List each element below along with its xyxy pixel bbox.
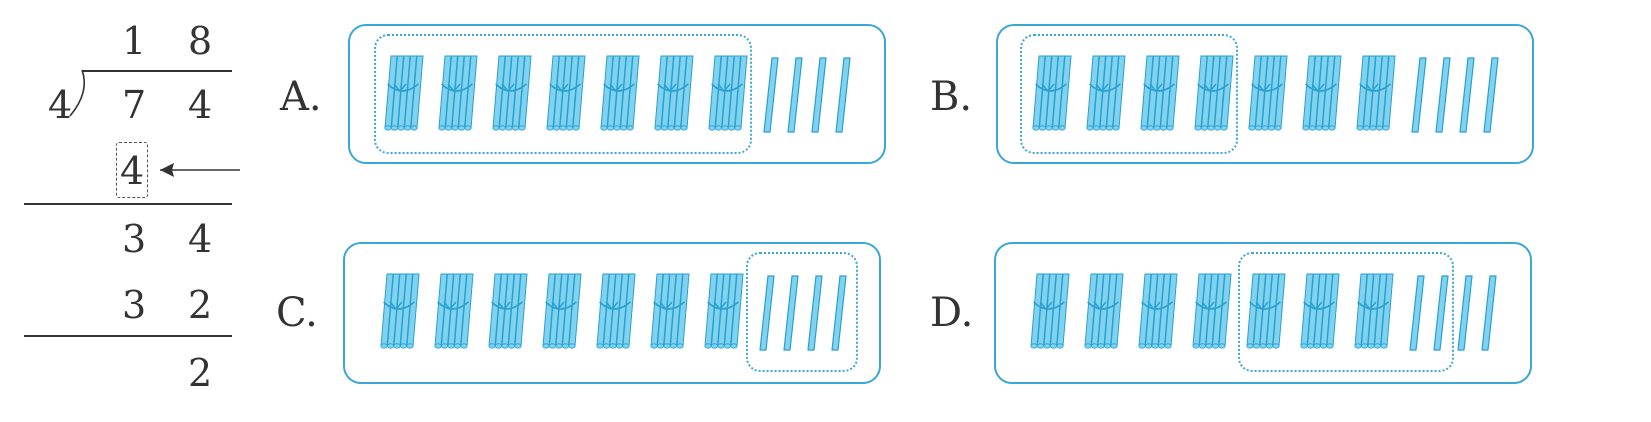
option-a-panel[interactable] bbox=[348, 24, 886, 164]
option-d-bundle-5 bbox=[1246, 273, 1286, 349]
option-b-single-stick-3 bbox=[1459, 57, 1475, 133]
final-remainder-digit: 2 bbox=[188, 351, 213, 395]
option-d-bundle-2 bbox=[1084, 273, 1124, 349]
division-bracket bbox=[69, 69, 240, 177]
divisor-digit: 4 bbox=[48, 83, 73, 127]
option-a-group-box bbox=[374, 34, 752, 154]
option-d-group-box bbox=[1238, 252, 1454, 372]
option-b-bundle-5 bbox=[1248, 55, 1288, 131]
option-c-bundle-7 bbox=[704, 273, 744, 349]
option-c-bundle-5 bbox=[596, 273, 636, 349]
option-d-bundle-4 bbox=[1192, 273, 1232, 349]
option-a-bundle-4 bbox=[546, 55, 586, 131]
option-b-bundle-2 bbox=[1086, 55, 1126, 131]
option-d-bundle-1 bbox=[1030, 273, 1070, 349]
first-subtraction-line bbox=[24, 203, 232, 205]
option-c-group-box bbox=[746, 252, 858, 372]
dividend-tens-digit: 7 bbox=[122, 83, 147, 127]
option-a-bundle-6 bbox=[654, 55, 694, 131]
remainder-ones-digit: 4 bbox=[188, 217, 213, 261]
option-a-bundle-3 bbox=[492, 55, 532, 131]
option-b-panel[interactable] bbox=[996, 24, 1534, 164]
first-product-box bbox=[116, 142, 148, 198]
option-d-single-stick-1 bbox=[1409, 275, 1425, 351]
option-c-single-stick-2 bbox=[783, 275, 799, 351]
option-a-bundle-7 bbox=[708, 55, 748, 131]
option-d-panel[interactable] bbox=[994, 242, 1532, 384]
option-c-bundle-6 bbox=[650, 273, 690, 349]
option-c-bundle-2 bbox=[434, 273, 474, 349]
second-product-tens-digit: 3 bbox=[122, 283, 147, 327]
remainder-tens-digit: 3 bbox=[122, 217, 147, 261]
option-d-label[interactable]: D. bbox=[930, 290, 974, 336]
option-d-bundle-7 bbox=[1354, 273, 1394, 349]
arrow-head-icon bbox=[160, 163, 174, 177]
division-bar bbox=[82, 70, 232, 72]
option-c-panel[interactable] bbox=[343, 242, 881, 384]
option-a-label[interactable]: A. bbox=[280, 74, 322, 120]
option-c-label[interactable]: C. bbox=[276, 290, 318, 336]
option-b-bundle-7 bbox=[1356, 55, 1396, 131]
second-product-ones-digit: 2 bbox=[188, 283, 213, 327]
option-c-single-stick-3 bbox=[807, 275, 823, 351]
option-a-single-stick-2 bbox=[787, 57, 803, 133]
second-subtraction-line bbox=[24, 335, 232, 337]
option-a-single-stick-3 bbox=[811, 57, 827, 133]
first-product-digit: 4 bbox=[120, 149, 145, 193]
option-a-single-stick-4 bbox=[835, 57, 851, 133]
option-c-single-stick-1 bbox=[759, 275, 775, 351]
option-c-bundle-1 bbox=[380, 273, 420, 349]
option-d-single-stick-2 bbox=[1433, 275, 1449, 351]
option-d-single-stick-4 bbox=[1481, 275, 1497, 351]
option-d-bundle-3 bbox=[1138, 273, 1178, 349]
option-c-bundle-4 bbox=[542, 273, 582, 349]
option-b-single-stick-2 bbox=[1435, 57, 1451, 133]
option-b-single-stick-1 bbox=[1411, 57, 1427, 133]
option-a-bundle-2 bbox=[438, 55, 478, 131]
option-b-bundle-6 bbox=[1302, 55, 1342, 131]
option-a-bundle-1 bbox=[384, 55, 424, 131]
quotient-tens-digit: 1 bbox=[122, 19, 147, 63]
option-b-bundle-4 bbox=[1194, 55, 1234, 131]
option-d-single-stick-3 bbox=[1457, 275, 1473, 351]
long-division: 1 8 4 7 4 4 3 4 3 2 2 bbox=[0, 0, 260, 422]
option-b-label[interactable]: B. bbox=[930, 74, 973, 120]
quotient-ones-digit: 8 bbox=[188, 19, 213, 63]
option-a-bundle-5 bbox=[600, 55, 640, 131]
option-b-single-stick-4 bbox=[1483, 57, 1499, 133]
option-c-bundle-3 bbox=[488, 273, 528, 349]
option-c-single-stick-4 bbox=[831, 275, 847, 351]
option-b-group-box bbox=[1020, 34, 1238, 154]
option-d-bundle-6 bbox=[1300, 273, 1340, 349]
option-a-single-stick-1 bbox=[763, 57, 779, 133]
option-b-bundle-3 bbox=[1140, 55, 1180, 131]
dividend-ones-digit: 4 bbox=[188, 83, 213, 127]
option-b-bundle-1 bbox=[1032, 55, 1072, 131]
